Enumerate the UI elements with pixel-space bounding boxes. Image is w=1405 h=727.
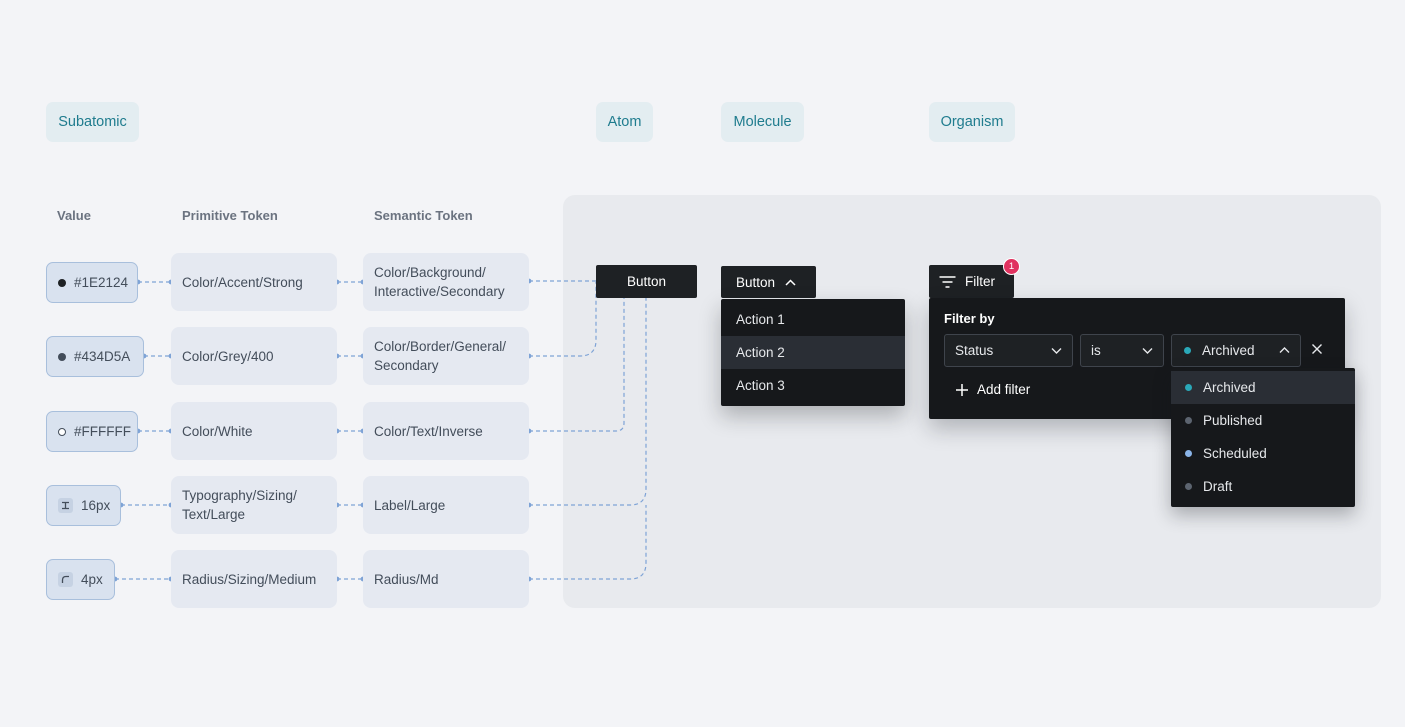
atom-button[interactable]: Button xyxy=(596,265,697,298)
status-option-label: Archived xyxy=(1203,380,1256,395)
semantic-token: Label/Large xyxy=(363,476,529,534)
menu-item[interactable]: Action 3 xyxy=(736,378,785,393)
value-label: #1E2124 xyxy=(74,275,129,290)
semantic-token: Color/Text/Inverse xyxy=(363,402,529,460)
tier-molecule: Molecule xyxy=(721,102,804,142)
add-filter-label: Add filter xyxy=(977,382,1031,397)
status-option[interactable]: Scheduled xyxy=(1171,437,1355,470)
value-label: 4px xyxy=(81,572,103,587)
primitive-token-line2: Text/Large xyxy=(182,507,246,522)
value-label: #434D5A xyxy=(74,349,131,364)
semantic-token-line1: Label/Large xyxy=(374,497,446,513)
primitive-token: Typography/Sizing/ Text/Large xyxy=(171,476,337,534)
value-chip: 16px xyxy=(46,485,121,526)
primitive-token: Color/Grey/400 xyxy=(171,327,337,385)
chevron-down-icon xyxy=(1051,348,1062,354)
field-select-value: Status xyxy=(955,343,994,358)
status-dot-icon xyxy=(1185,384,1192,391)
value-label: #FFFFFF xyxy=(74,424,131,439)
status-option-label: Published xyxy=(1203,413,1263,428)
chevron-up-icon xyxy=(785,278,796,286)
semantic-token: Color/Background/ Interactive/Secondary xyxy=(363,253,529,311)
semantic-token-line1: Color/Border/General/ xyxy=(374,339,507,354)
text-size-icon xyxy=(58,498,73,513)
plus-icon xyxy=(956,383,968,396)
primitive-token: Radius/Sizing/Medium xyxy=(171,550,337,608)
tier-subatomic: Subatomic xyxy=(46,102,139,142)
filled-dot-icon xyxy=(58,278,66,287)
filter-count-badge: 1 xyxy=(1003,258,1020,275)
menu-item[interactable]: Action 1 xyxy=(736,312,785,327)
column-header-primitive: Primitive Token xyxy=(182,208,278,223)
status-option-label: Draft xyxy=(1203,479,1233,494)
semantic-token-line1: Radius/Md xyxy=(374,571,439,587)
value-chip: 4px xyxy=(46,559,115,600)
column-header-value: Value xyxy=(57,208,91,223)
status-option[interactable]: Draft xyxy=(1171,470,1355,503)
semantic-token-line2: Secondary xyxy=(374,358,439,373)
column-header-semantic: Semantic Token xyxy=(374,208,473,223)
atom-button-label: Button xyxy=(626,274,667,289)
tier-organism: Organism xyxy=(929,102,1015,142)
semantic-token: Color/Border/General/ Secondary xyxy=(363,327,529,385)
semantic-token-line2: Interactive/Secondary xyxy=(374,284,505,299)
value-select[interactable]: Archived xyxy=(1171,334,1301,367)
molecule-button-label: Button xyxy=(736,274,776,290)
primitive-token-line1: Typography/Sizing/ xyxy=(182,488,297,503)
filter-button-label: Filter xyxy=(965,274,995,289)
filter-icon xyxy=(939,275,956,288)
operator-select[interactable]: is xyxy=(1080,334,1164,367)
primitive-token-label: Color/Grey/400 xyxy=(182,348,274,364)
molecule-dropdown-button[interactable]: Button xyxy=(721,266,816,298)
primitive-token-label: Color/Accent/Strong xyxy=(182,274,303,290)
value-label: 16px xyxy=(81,498,111,513)
chevron-down-icon xyxy=(1142,348,1153,354)
status-option[interactable]: Archived xyxy=(1171,371,1355,404)
semantic-token-line1: Color/Text/Inverse xyxy=(374,423,483,439)
value-chip: #FFFFFF xyxy=(46,411,138,452)
primitive-token: Color/White xyxy=(171,402,337,460)
tier-atom: Atom xyxy=(596,102,653,142)
field-select[interactable]: Status xyxy=(944,334,1073,367)
semantic-token: Radius/Md xyxy=(363,550,529,608)
status-option-label: Scheduled xyxy=(1203,446,1267,461)
primitive-token: Color/Accent/Strong xyxy=(171,253,337,311)
filter-button[interactable]: Filter xyxy=(929,265,1014,298)
action-menu: Action 1 Action 2 Action 3 xyxy=(721,299,905,406)
status-options-list: Archived Published Scheduled Draft xyxy=(1171,368,1355,507)
value-chip: #434D5A xyxy=(46,336,144,377)
filled-dot-icon xyxy=(58,352,66,361)
hollow-dot-icon xyxy=(58,427,66,436)
status-dot-icon xyxy=(1185,417,1192,424)
primitive-token-label: Color/White xyxy=(182,423,253,439)
value-select-value: Archived xyxy=(1202,343,1255,358)
status-option[interactable]: Published xyxy=(1171,404,1355,437)
close-icon[interactable] xyxy=(1311,343,1323,355)
value-chip: #1E2124 xyxy=(46,262,138,303)
status-dot-icon xyxy=(1184,347,1191,354)
chevron-up-icon xyxy=(1279,347,1290,353)
filter-panel-title: Filter by xyxy=(944,311,995,326)
operator-select-value: is xyxy=(1091,343,1101,358)
add-filter-button[interactable]: Add filter xyxy=(955,382,1030,397)
menu-item[interactable]: Action 2 xyxy=(721,336,905,369)
status-dot-icon xyxy=(1185,483,1192,490)
corner-radius-icon xyxy=(58,572,73,587)
status-dot-icon xyxy=(1185,450,1192,457)
semantic-token-line1: Color/Background/ xyxy=(374,265,486,280)
primitive-token-label: Radius/Sizing/Medium xyxy=(182,571,317,587)
